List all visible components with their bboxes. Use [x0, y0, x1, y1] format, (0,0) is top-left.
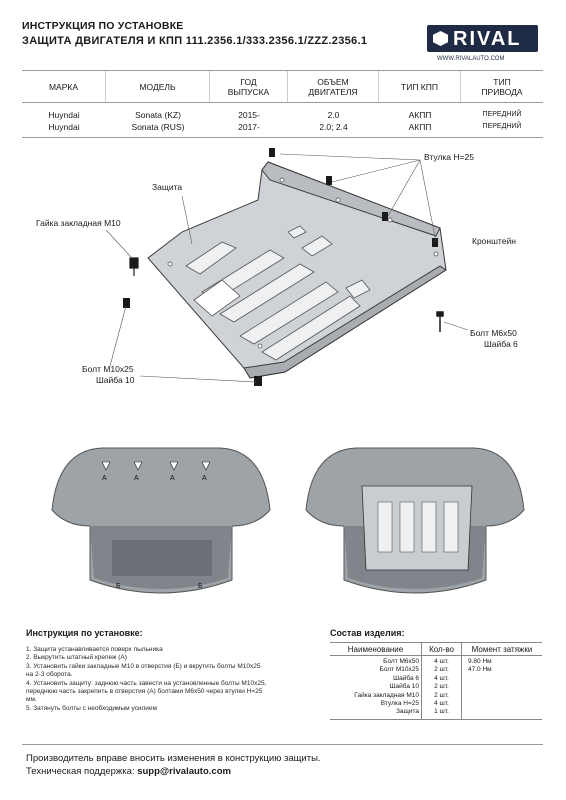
disclaimer-text: Производитель вправе вносить изменения в… [26, 753, 321, 764]
cell-engine: 2.0 [327, 110, 340, 120]
col-year-line1: ГОД [240, 76, 257, 87]
logo-url: WWW.RIVALAUTO.COM [437, 56, 505, 62]
kit-col-name: Наименование [330, 643, 422, 655]
table-row: Huyndai Sonata (RUS) 2017- 2.0; 2.4 АКПП… [22, 121, 543, 133]
kit-item-name: Защита [395, 708, 419, 716]
kit-item-qty: 4 шт. [434, 658, 449, 665]
label-bushing: Втулка H=25 [424, 152, 474, 162]
support-label: Техническая поддержка: [26, 766, 135, 777]
col-year-line2: ВЫПУСКА [227, 86, 270, 97]
photo-label-a: А [202, 475, 207, 482]
kit-names-column: Болт М6х50 Болт М10х25 Шайба 6 Шайба 10 … [330, 656, 422, 719]
kit-item-name: Гайка закладная М10 [354, 691, 419, 699]
col-engine-line2: ДВИГАТЕЛЯ [308, 86, 358, 97]
underbody-after-image [296, 430, 534, 610]
cell-model: Sonata (RUS) [131, 122, 185, 132]
col-model: МОДЕЛЬ [106, 71, 210, 102]
label-protection: Защита [152, 182, 183, 192]
cell-brand: Huyndai [48, 122, 80, 132]
kit-table-body: Болт М6х50 Болт М10х25 Шайба 6 Шайба 10 … [330, 656, 542, 720]
kit-item-name: Втулка H=25 [380, 700, 419, 708]
kit-torque-column: 9.80 Нм 47.0 Нм [462, 656, 542, 719]
cell-model: Sonata (KZ) [135, 110, 181, 120]
photo-label-a: А [134, 475, 139, 482]
document-title: ИНСТРУКЦИЯ ПО УСТАНОВКЕ [22, 20, 184, 32]
cell-engine: 2.0; 2.4 [319, 122, 348, 132]
kit-col-qty: Кол-во [422, 643, 462, 655]
cell-drive: ПЕРЕДНИЙ [482, 123, 522, 130]
photo-label-b: Б [198, 583, 203, 590]
instructions-title: Инструкция по установке: [26, 628, 143, 638]
instruction-step: 5. Затянуть болты с необходимым усилием [26, 704, 158, 712]
table-row: Huyndai Sonata (KZ) 2015- 2.0 АКПП ПЕРЕД… [22, 109, 543, 121]
kit-item-name: Шайба 6 [393, 674, 419, 682]
cell-year: 2017- [238, 122, 260, 132]
assembly-drawing [105, 148, 469, 386]
col-brand: МАРКА [22, 71, 106, 102]
underbody-before-drawing: А А А А Б Б [51, 447, 271, 594]
col-drive-line2: ПРИВОДА [481, 86, 523, 97]
kit-table-header: Наименование Кол-во Момент затяжки [330, 642, 542, 656]
kit-item-qty: 4 шт. [434, 674, 449, 682]
kit-table: Наименование Кол-во Момент затяжки Болт … [330, 642, 542, 720]
instruction-step: 1. Защита устанавливается поверх пыльник… [26, 646, 163, 653]
label-bracket: Кронштейн [472, 236, 516, 246]
instruction-step: 2. Выкрутить штатный крепеж (А) [26, 654, 127, 662]
kit-title: Состав изделия: [330, 628, 405, 638]
cell-gearbox: АКПП [408, 110, 432, 120]
col-gearbox: ТИП КПП [379, 71, 461, 102]
kit-col-torque: Момент затяжки [471, 644, 533, 654]
label-washer-6: Шайба 6 [484, 339, 518, 349]
photo-label-b: Б [116, 583, 121, 590]
product-title: ЗАЩИТА ДВИГАТЕЛЯ И КПП 111.2356.1/333.23… [22, 35, 368, 47]
instructions-list: 1. Защита устанавливается поверх пыльник… [26, 646, 326, 713]
kit-item-torque: 9.80 Нм [468, 658, 492, 665]
label-bolt-m6: Болт М6х50 [470, 328, 517, 338]
instruction-step: мм. [26, 696, 37, 704]
col-drive-line1: ТИП [493, 76, 511, 87]
cell-drive: ПЕРЕДНИЙ [482, 111, 522, 118]
instruction-step: переднюю часть закрепить в отверстия (А)… [26, 688, 263, 696]
footer-divider [22, 744, 543, 745]
cell-year: 2015- [238, 110, 260, 120]
kit-qty-column: 4 шт. 2 шт. 4 шт. 2 шт. 2 шт. 4 шт. 1 шт… [422, 656, 462, 719]
cell-gearbox: АКПП [408, 122, 432, 132]
kit-item-torque: 47.0 Нм [468, 666, 492, 674]
label-bolt-m10: Болт М10х25 [82, 364, 134, 374]
vehicle-table-body: Huyndai Sonata (KZ) 2015- 2.0 АКПП ПЕРЕД… [22, 103, 543, 137]
kit-item-name: Болт М10х25 [379, 666, 419, 674]
label-embedded-nut: Гайка закладная М10 [36, 218, 121, 228]
photo-label-a: А [170, 475, 175, 482]
kit-item-qty: 1 шт. [434, 708, 449, 716]
support-email-link[interactable]: supp@rivalauto.com [137, 766, 231, 777]
logo-text: RIVAL [453, 28, 522, 50]
rival-logo: RIVAL [427, 25, 538, 52]
kit-item-qty: 4 шт. [434, 700, 449, 708]
kit-item-name: Болт М6х50 [383, 658, 419, 665]
underbody-before-image: А А А А Б Б [42, 430, 280, 610]
instruction-step: на 2-3 оборота. [26, 671, 73, 679]
document-header: ИНСТРУКЦИЯ ПО УСТАНОВКЕ ЗАЩИТА ДВИГАТЕЛЯ… [0, 0, 566, 70]
rival-emblem-icon [433, 31, 448, 46]
cell-brand: Huyndai [48, 110, 80, 120]
label-washer-10: Шайба 10 [96, 375, 135, 385]
assembly-diagram: Втулка H=25 Защита Гайка закладная М10 К… [0, 140, 566, 400]
photo-label-a: А [102, 475, 107, 482]
kit-item-qty: 2 шт. [434, 691, 449, 699]
kit-item-name: Шайба 10 [389, 683, 419, 691]
support-line: Техническая поддержка: supp@rivalauto.co… [26, 766, 231, 777]
kit-item-qty: 2 шт. [434, 666, 449, 674]
col-engine-line1: ОБЪЕМ [317, 76, 349, 87]
underbody-after-drawing [305, 447, 525, 594]
instruction-step: 4. Установить защиту: заднюю часть завес… [26, 679, 267, 687]
kit-item-qty: 2 шт. [434, 683, 449, 691]
instruction-step: 3. Установить гайки закладные М10 в отве… [26, 662, 261, 670]
